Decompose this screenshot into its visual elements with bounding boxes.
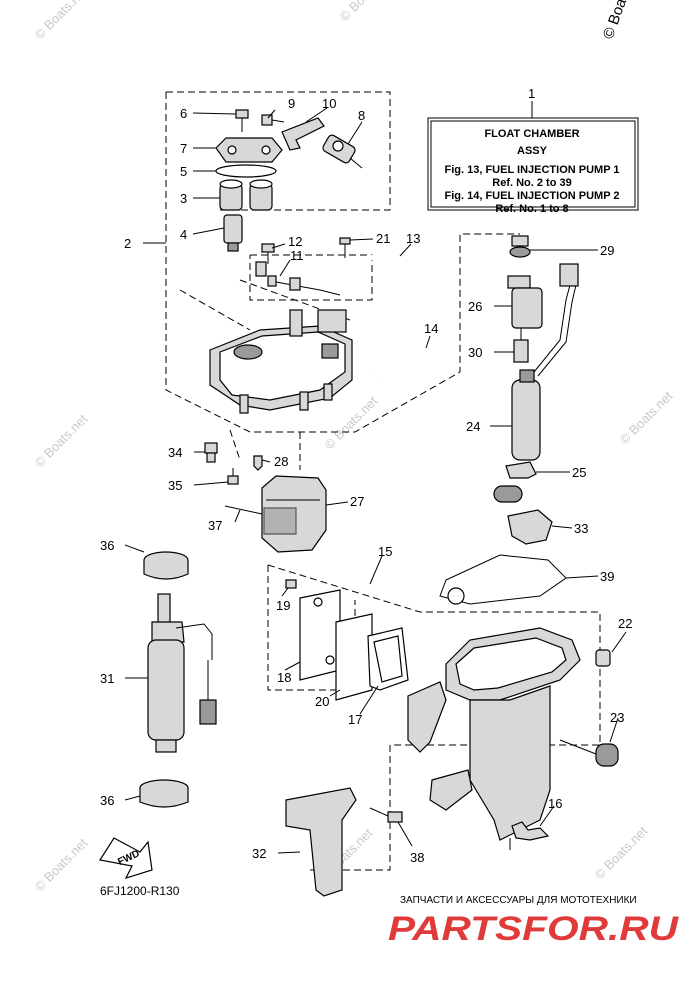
callout-1: 1 xyxy=(528,86,535,101)
callout-33: 33 xyxy=(574,521,588,536)
callout-34: 34 xyxy=(168,445,182,460)
callout-36: 36 xyxy=(100,538,114,553)
callout-21: 21 xyxy=(376,231,390,246)
footer-branding: ЗАПЧАСТИ И АКСЕССУАРЫ ДЛЯ МОТОТЕХНИКИ PA… xyxy=(388,895,680,948)
footer-tagline: ЗАПЧАСТИ И АКСЕССУАРЫ ДЛЯ МОТОТЕХНИКИ xyxy=(400,895,637,906)
callout-37: 37 xyxy=(208,518,222,533)
callout-24: 24 xyxy=(466,419,480,434)
watermark: © Boats.net xyxy=(32,835,91,894)
box-line3: Fig. 13, FUEL INJECTION PUMP 1 xyxy=(444,164,619,176)
callout-16: 16 xyxy=(548,796,562,811)
callout-10: 10 xyxy=(322,96,336,111)
callout-31: 31 xyxy=(100,671,114,686)
callout-26: 26 xyxy=(468,299,482,314)
watermark: © Boats.net xyxy=(617,388,676,447)
fwd-arrow: FWD xyxy=(99,837,153,879)
callout-8: 8 xyxy=(358,108,365,123)
info-box: FLOAT CHAMBER ASSY Fig. 13, FUEL INJECTI… xyxy=(427,101,639,215)
callout-19: 19 xyxy=(276,598,290,613)
callout-9: 9 xyxy=(288,96,295,111)
box-line2: ASSY xyxy=(517,145,548,157)
callout-6: 6 xyxy=(180,106,187,121)
callout-11: 11 xyxy=(290,248,304,263)
callout-13: 13 xyxy=(406,231,420,246)
callout-39: 39 xyxy=(600,569,614,584)
callout-17: 17 xyxy=(348,712,362,727)
box-line1: FLOAT CHAMBER xyxy=(484,128,579,140)
callout-23: 23 xyxy=(610,710,624,725)
callout-5: 5 xyxy=(180,164,187,179)
copyright-mark: © Boats.net xyxy=(600,0,643,41)
callout-25: 25 xyxy=(572,465,586,480)
watermark: © Boats.net xyxy=(337,0,396,24)
callout-18: 18 xyxy=(277,670,291,685)
box-line5: Fig. 14, FUEL INJECTION PUMP 2 xyxy=(444,190,619,202)
watermark: © Boats.net xyxy=(322,393,381,452)
callout-35: 35 xyxy=(168,478,182,493)
diagram-code: 6FJ1200-R130 xyxy=(100,884,180,898)
watermark: © Boats.net xyxy=(32,0,91,42)
callout-36: 36 xyxy=(100,793,114,808)
callout-32: 32 xyxy=(252,846,266,861)
callout-28: 28 xyxy=(274,454,288,469)
watermark: © Boats.net xyxy=(32,411,91,470)
callout-29: 29 xyxy=(600,243,614,258)
callout-38: 38 xyxy=(410,850,424,865)
plates xyxy=(285,579,409,701)
lower-left-parts xyxy=(204,442,327,553)
bracket-body xyxy=(407,627,619,850)
small-fittings xyxy=(255,237,351,296)
callout-3: 3 xyxy=(180,191,187,206)
callout-12: 12 xyxy=(288,234,302,249)
callouts: 1 2 3 4 5 6 7 8 9 10 11 12 13 14 15 16 1… xyxy=(100,86,632,865)
footer-logo: PARTSFOR.RU xyxy=(388,910,680,948)
callout-2: 2 xyxy=(124,236,131,251)
float-housing xyxy=(209,309,353,414)
right-column-parts xyxy=(439,235,579,605)
hoses xyxy=(359,247,433,395)
box-line6: Ref. No. 1 to 8 xyxy=(495,203,568,215)
callout-20: 20 xyxy=(315,694,329,709)
callout-14: 14 xyxy=(424,321,438,336)
top-parts xyxy=(215,109,363,252)
callout-15: 15 xyxy=(378,544,392,559)
callout-7: 7 xyxy=(180,141,187,156)
bracket-32 xyxy=(285,787,403,897)
fuel-pump-left xyxy=(139,551,217,808)
callout-30: 30 xyxy=(468,345,482,360)
callout-27: 27 xyxy=(350,494,364,509)
watermark: © Boats.net xyxy=(592,823,651,882)
leader-lines xyxy=(124,107,627,854)
callout-22: 22 xyxy=(618,616,632,631)
callout-4: 4 xyxy=(180,227,187,242)
box-line4: Ref. No. 2 to 39 xyxy=(492,177,571,189)
